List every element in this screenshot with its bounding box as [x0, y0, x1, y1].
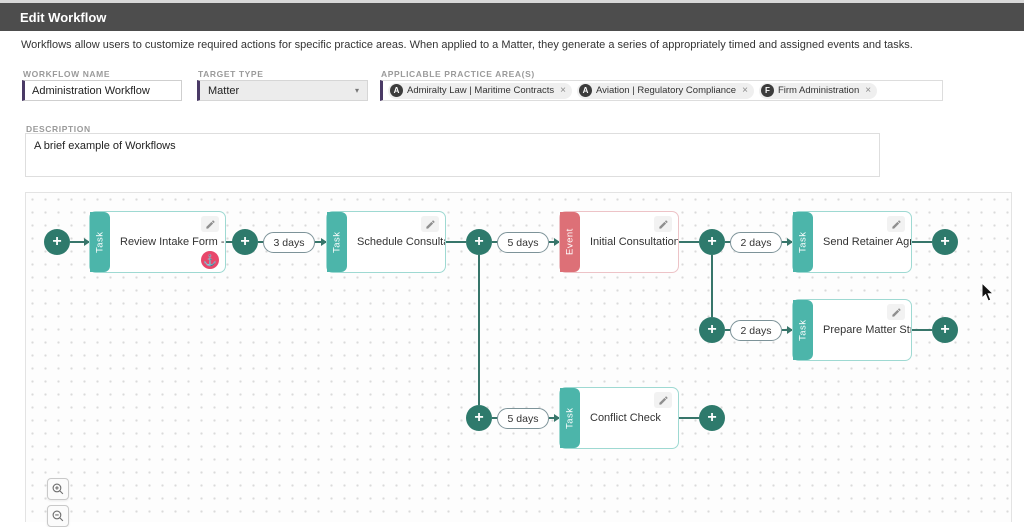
node-type-label: Event: [560, 212, 580, 272]
connector-line: [225, 241, 233, 243]
connector-line: [258, 241, 264, 243]
connector-line: [492, 417, 498, 419]
add-step-button[interactable]: +: [44, 229, 70, 255]
connector-line: [445, 241, 466, 243]
chip-avatar: A: [578, 84, 592, 97]
description-label: DESCRIPTION: [26, 124, 91, 134]
chip-label: Admiralty Law | Maritime Contracts: [407, 85, 555, 96]
practice-areas-input[interactable]: A Admiralty Law | Maritime Contracts × A…: [380, 80, 943, 101]
node-type-label: Task: [90, 212, 110, 272]
connector-line: [492, 241, 498, 243]
node-title: Review Intake Form -...: [120, 236, 225, 248]
workflow-name-value: Administration Workflow: [32, 84, 150, 97]
practice-area-chip[interactable]: F Firm Administration ×: [758, 82, 878, 99]
description-value: A brief example of Workflows: [34, 140, 176, 152]
edit-pencil-icon[interactable]: [654, 216, 672, 232]
close-icon[interactable]: ×: [560, 85, 566, 96]
connector-line: [725, 241, 731, 243]
connector-line: [911, 241, 932, 243]
node-type-label: Task: [793, 212, 813, 272]
workflow-node-send-retainer[interactable]: Task Send Retainer Agree...: [793, 212, 911, 272]
zoom-in-button[interactable]: [47, 478, 69, 500]
workflow-node-schedule-consultation[interactable]: Task Schedule Consultation: [327, 212, 445, 272]
workflow-node-initial-consultation[interactable]: Event Initial Consultation: [560, 212, 678, 272]
connector-line: [725, 329, 731, 331]
connector-line: [911, 329, 932, 331]
chevron-down-icon: ▾: [354, 86, 359, 95]
delay-pill[interactable]: 2 days: [730, 232, 782, 253]
delay-pill[interactable]: 3 days: [263, 232, 315, 253]
connector-line: [678, 241, 699, 243]
node-type-label: Task: [560, 388, 580, 448]
connector-line: [678, 417, 699, 419]
node-title: Conflict Check: [590, 412, 661, 424]
add-step-button[interactable]: +: [232, 229, 258, 255]
target-type-value: Matter: [208, 84, 240, 97]
anchor-badge-icon[interactable]: ⚓: [201, 251, 219, 269]
practice-area-chip[interactable]: A Admiralty Law | Maritime Contracts ×: [388, 82, 572, 99]
delay-pill[interactable]: 2 days: [730, 320, 782, 341]
target-type-label: TARGET TYPE: [198, 69, 264, 79]
target-type-select[interactable]: Matter ▾: [197, 80, 368, 101]
connector-line: [711, 255, 713, 317]
edit-pencil-icon[interactable]: [654, 392, 672, 408]
add-step-button[interactable]: +: [466, 405, 492, 431]
top-strip: [0, 0, 1024, 3]
connector-line: [478, 255, 480, 405]
workflow-name-label: WORKFLOW NAME: [23, 69, 111, 79]
practice-area-chip[interactable]: A Aviation | Regulatory Compliance ×: [576, 82, 754, 99]
intro-text: Workflows allow users to customize requi…: [21, 39, 913, 51]
close-icon[interactable]: ×: [865, 85, 872, 96]
node-type-label: Task: [327, 212, 347, 272]
description-textarea[interactable]: A brief example of Workflows: [25, 133, 880, 177]
page-header: Edit Workflow: [0, 3, 1024, 31]
add-step-button[interactable]: +: [932, 317, 958, 343]
add-step-button[interactable]: +: [466, 229, 492, 255]
delay-pill[interactable]: 5 days: [497, 232, 549, 253]
chip-avatar: A: [390, 84, 403, 97]
close-icon[interactable]: ×: [742, 85, 748, 96]
workflow-node-conflict-check[interactable]: Task Conflict Check: [560, 388, 678, 448]
arrowhead-icon: [787, 326, 793, 334]
arrowhead-icon: [787, 238, 793, 246]
edit-pencil-icon[interactable]: [887, 216, 905, 232]
arrowhead-icon: [554, 414, 560, 422]
mouse-cursor-icon: [981, 281, 995, 308]
add-step-button[interactable]: +: [699, 229, 725, 255]
add-step-button[interactable]: +: [932, 229, 958, 255]
chip-label: Aviation | Regulatory Compliance: [595, 85, 737, 96]
delay-pill[interactable]: 5 days: [497, 408, 549, 429]
node-title: Schedule Consultation: [357, 236, 445, 248]
zoom-out-button[interactable]: [47, 505, 69, 527]
arrowhead-icon: [554, 238, 560, 246]
edit-pencil-icon[interactable]: [421, 216, 439, 232]
node-title: Send Retainer Agree...: [823, 236, 911, 248]
chip-avatar: F: [760, 84, 774, 97]
node-title: Initial Consultation: [590, 236, 678, 248]
arrowhead-icon: [321, 238, 327, 246]
add-step-button[interactable]: +: [699, 405, 725, 431]
workflow-name-input[interactable]: Administration Workflow: [22, 80, 182, 101]
add-step-button[interactable]: +: [699, 317, 725, 343]
node-title: Prepare Matter Struc...: [823, 324, 911, 336]
page-title: Edit Workflow: [20, 9, 107, 25]
edit-pencil-icon[interactable]: [887, 304, 905, 320]
workflow-node-review-intake[interactable]: Task Review Intake Form -... ⚓: [90, 212, 225, 272]
practice-areas-label: APPLICABLE PRACTICE AREA(S): [381, 69, 535, 79]
edit-pencil-icon[interactable]: [201, 216, 219, 232]
chip-label: Firm Administration: [777, 85, 860, 96]
node-type-label: Task: [793, 300, 813, 360]
connector-line: [70, 241, 90, 243]
arrowhead-icon: [84, 238, 90, 246]
workflow-node-prepare-matter[interactable]: Task Prepare Matter Struc...: [793, 300, 911, 360]
